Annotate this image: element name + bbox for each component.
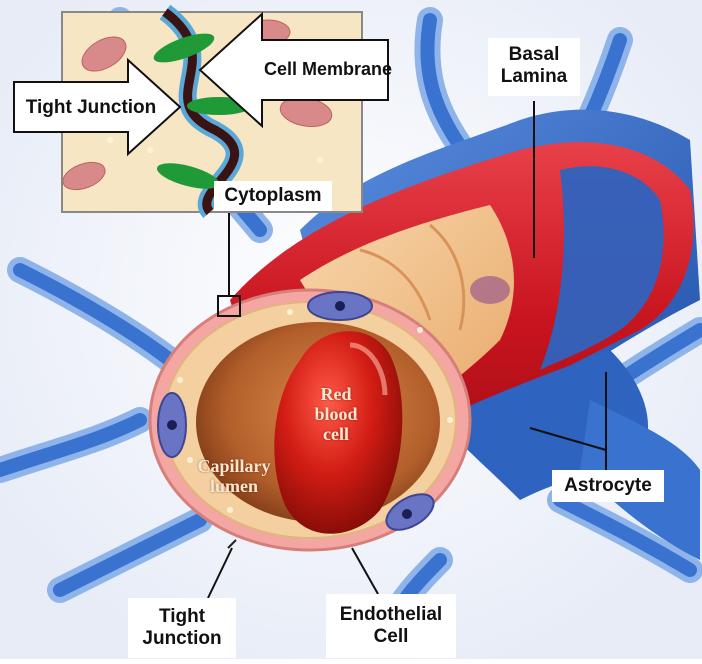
lumen-line-1: Capillary bbox=[188, 456, 280, 476]
cell-membrane-label: Cell Membrane bbox=[264, 58, 386, 80]
lumen-line-2: lumen bbox=[188, 476, 280, 496]
basal-lamina-line-2: Lamina bbox=[488, 66, 580, 88]
tight-junction-top-label: Tight Junction bbox=[16, 97, 166, 119]
basal-lamina-label: Basal Lamina bbox=[488, 38, 580, 96]
rbc-line-3: cell bbox=[300, 424, 372, 444]
tight-junction-bottom-label: Tight Junction bbox=[128, 598, 236, 658]
tight-junction-bottom-line-1: Tight bbox=[128, 606, 236, 628]
cytoplasm-label: Cytoplasm bbox=[214, 181, 332, 211]
nucleus-shadow bbox=[470, 276, 510, 304]
red-blood-cell-label: Red blood cell bbox=[300, 384, 372, 444]
astrocyte-label: Astrocyte bbox=[552, 470, 664, 502]
rbc-line-2: blood bbox=[300, 404, 372, 424]
endothelial-line-2: Cell bbox=[326, 626, 456, 648]
rbc-line-1: Red bbox=[300, 384, 372, 404]
capillary-lumen-label: Capillary lumen bbox=[188, 456, 280, 496]
tight-junction-bottom-line-2: Junction bbox=[128, 628, 236, 650]
endothelial-cell-label: Endothelial Cell bbox=[326, 594, 456, 658]
basal-lamina-line-1: Basal bbox=[488, 44, 580, 66]
endothelial-line-1: Endothelial bbox=[326, 604, 456, 626]
